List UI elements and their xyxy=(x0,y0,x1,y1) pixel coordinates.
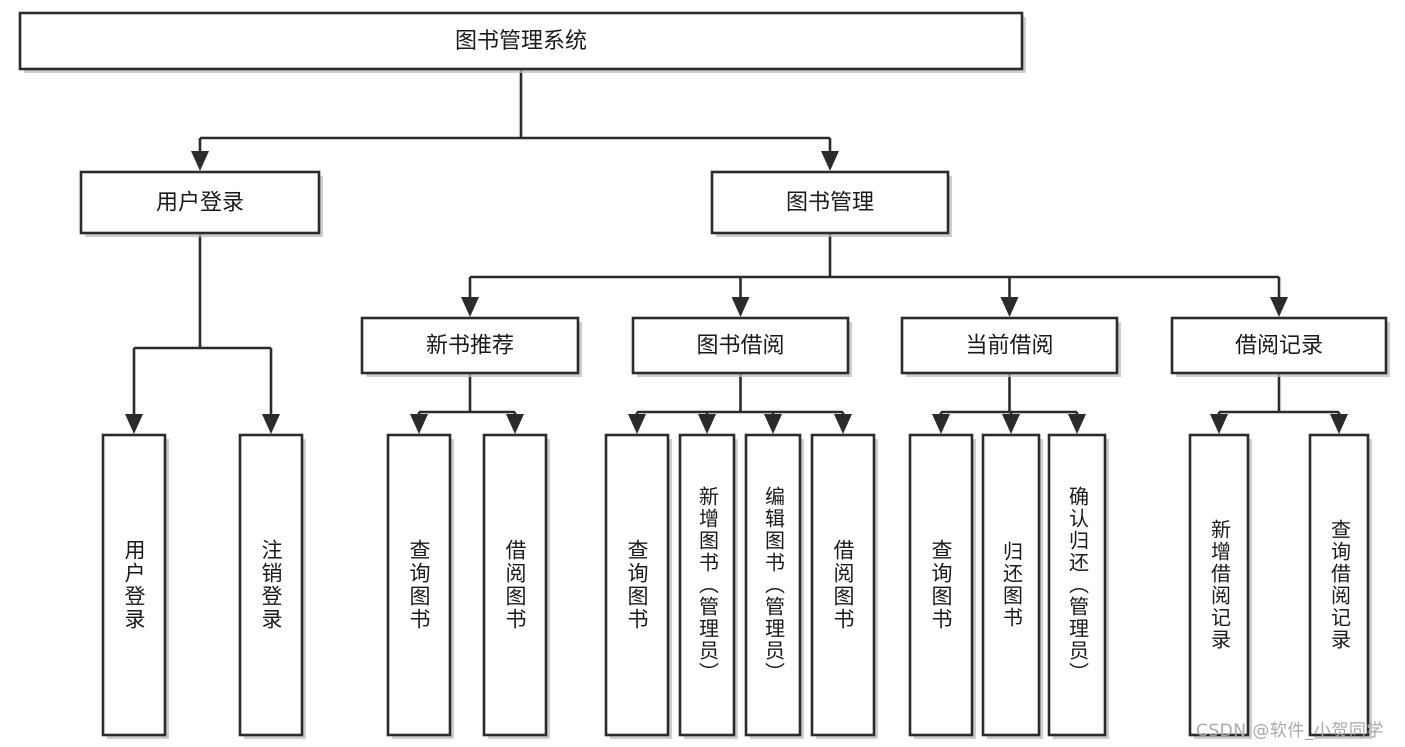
level3-node-label-new-book-rec: 新书推荐 xyxy=(426,334,514,359)
leaf-node-box-leaf-borrow-book-1[interactable] xyxy=(482,433,548,737)
boxes-layer xyxy=(18,11,1390,739)
arrow-head-icon xyxy=(628,414,646,434)
leaf-node-box-leaf-add-book[interactable] xyxy=(678,433,736,737)
leaf-node-box-leaf-return-book[interactable] xyxy=(981,433,1041,737)
level2-node-box-user-login[interactable] xyxy=(79,170,321,235)
arrow-head-icon xyxy=(262,414,280,434)
arrow-head-icon xyxy=(1068,414,1086,434)
arrow-head-icon xyxy=(191,151,209,171)
arrow-head-icon xyxy=(821,151,839,171)
arrow-head-icon xyxy=(410,414,428,434)
level2-node-box-book-manage[interactable] xyxy=(710,170,950,235)
arrow-head-icon xyxy=(461,297,479,317)
level3-node-label-book-borrow: 图书借阅 xyxy=(696,334,784,359)
arrow-head-icon xyxy=(125,414,143,434)
leaf-node-box-leaf-query-book-2[interactable] xyxy=(604,433,670,737)
arrow-head-icon xyxy=(731,297,750,317)
arrow-head-icon xyxy=(1000,297,1019,317)
connectors-layer xyxy=(125,69,1348,434)
arrow-head-icon xyxy=(834,414,852,434)
leaf-node-box-leaf-add-record[interactable] xyxy=(1188,433,1250,737)
arrow-head-icon xyxy=(932,414,950,434)
leaf-node-box-leaf-edit-book[interactable] xyxy=(744,433,802,737)
leaf-node-box-leaf-query-book-3[interactable] xyxy=(908,433,974,737)
arrow-head-icon xyxy=(1330,414,1348,434)
level3-node-box-borrow-record[interactable] xyxy=(1170,316,1388,375)
arrow-head-icon xyxy=(1210,414,1228,434)
arrow-head-icon xyxy=(1002,414,1020,434)
root-node-label: 图书管理系统 xyxy=(455,29,587,54)
level2-node-label-book-manage: 图书管理 xyxy=(786,191,874,216)
level3-node-label-borrow-record: 借阅记录 xyxy=(1235,334,1323,359)
root-node-box[interactable] xyxy=(18,11,1024,71)
leaf-node-box-leaf-confirm-return[interactable] xyxy=(1047,433,1107,737)
level3-node-box-book-borrow[interactable] xyxy=(631,316,850,375)
leaf-node-box-leaf-user-login[interactable] xyxy=(101,433,167,737)
arrow-head-icon xyxy=(698,414,716,434)
csdn-watermark: CSDN @软件_小贺同学 xyxy=(1196,721,1384,741)
leaf-node-box-leaf-borrow-book-2[interactable] xyxy=(810,433,876,737)
level3-node-box-current-borrow[interactable] xyxy=(900,316,1119,375)
leaf-node-box-leaf-query-book-1[interactable] xyxy=(386,433,452,737)
level3-node-label-current-borrow: 当前借阅 xyxy=(965,334,1053,359)
leaf-node-box-leaf-query-record[interactable] xyxy=(1308,433,1370,737)
leaf-node-box-leaf-logout[interactable] xyxy=(238,433,304,737)
arrow-head-icon xyxy=(764,414,782,434)
level2-node-label-user-login: 用户登录 xyxy=(156,191,244,216)
level3-node-box-new-book-rec[interactable] xyxy=(360,316,580,375)
arrow-head-icon xyxy=(506,414,524,434)
arrow-head-icon xyxy=(1270,297,1288,317)
